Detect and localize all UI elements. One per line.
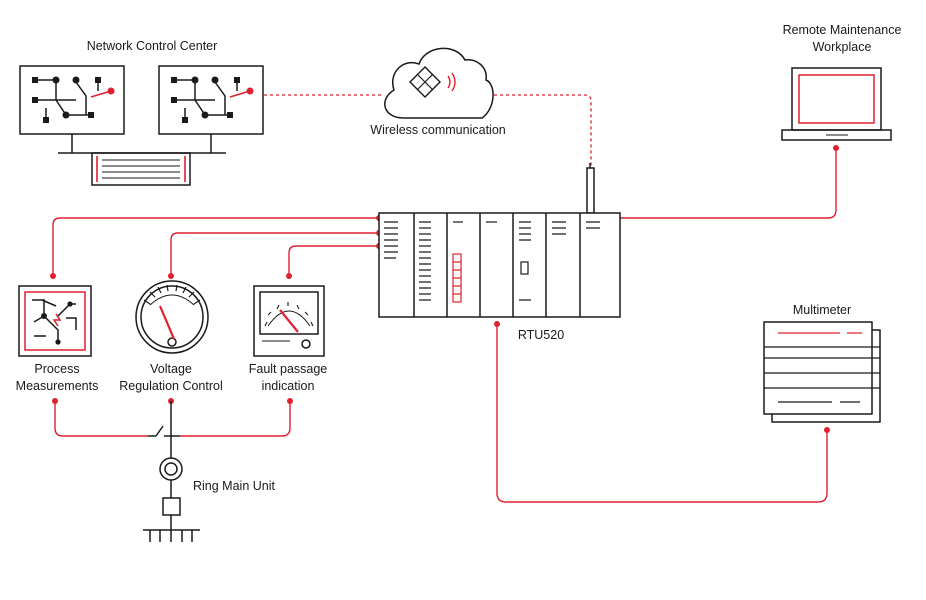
connection-lines — [52, 148, 837, 503]
label-process-line2: Measurements — [16, 379, 99, 393]
label-ring: Ring Main Unit — [193, 479, 276, 493]
monitor-schematic — [175, 79, 251, 120]
gauge-needle — [158, 305, 176, 340]
fault-indicator-icon — [253, 285, 325, 357]
monitor-nodes — [171, 76, 254, 123]
label-multimeter: Multimeter — [793, 303, 851, 317]
label-process-line1: Process — [34, 362, 79, 376]
multimeter-lines — [764, 332, 880, 403]
label-voltage-line2: Regulation Control — [119, 379, 223, 393]
label-fault-line2: indication — [262, 379, 315, 393]
monitor-schematic — [36, 79, 112, 120]
laptop-icon — [781, 67, 892, 141]
rtu-status-leds — [452, 253, 462, 303]
network-node-icon — [409, 66, 441, 98]
label-remote-line1: Remote Maintenance — [783, 23, 902, 37]
gauge-icon — [135, 280, 209, 354]
switch-icon — [148, 401, 180, 458]
transformer-icon — [143, 457, 200, 542]
server-rack-icon — [58, 134, 226, 186]
signal-icon — [447, 72, 456, 92]
fault-needle — [279, 309, 299, 333]
process-panel-nodes — [41, 301, 73, 345]
label-remote-line2: Workplace — [813, 40, 872, 54]
rtu-icon — [378, 212, 621, 318]
rtu-slot-marks — [384, 221, 600, 301]
antenna-icon — [586, 163, 595, 214]
process-panel-icon — [18, 285, 92, 357]
label-fault-line1: Fault passage — [249, 362, 328, 376]
monitor-nodes — [32, 76, 115, 123]
label-voltage-line1: Voltage — [150, 362, 192, 376]
multimeter-icon — [763, 321, 881, 423]
label-rtu: RTU520 — [518, 328, 564, 342]
wireless-links — [264, 94, 592, 168]
label-ncc: Network Control Center — [87, 39, 218, 53]
label-wireless: Wireless communication — [370, 123, 506, 137]
rtu-port — [520, 261, 529, 275]
